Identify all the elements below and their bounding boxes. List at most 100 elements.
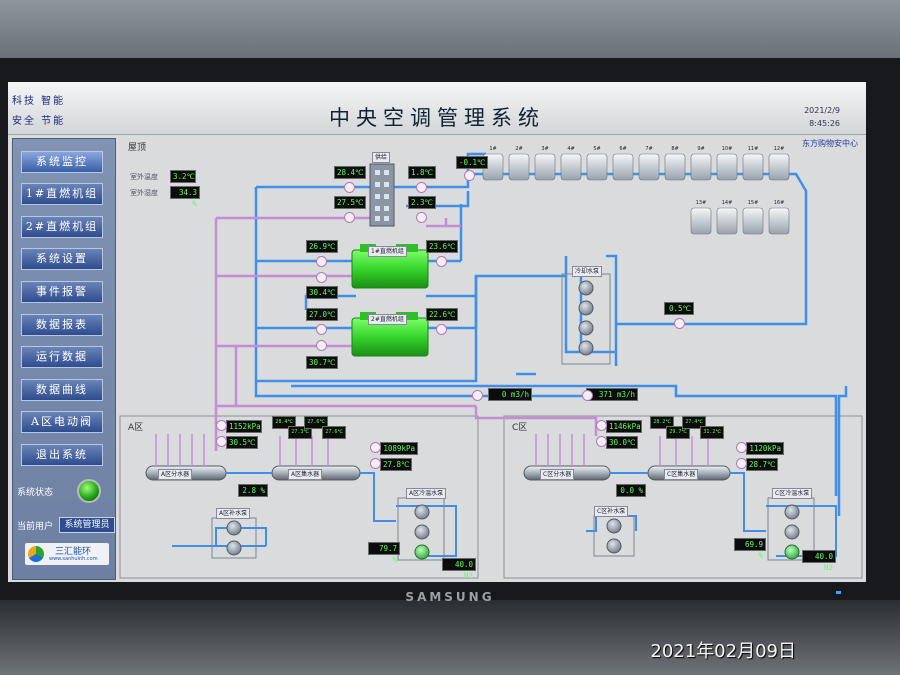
header-time: 8:45:26 [809,119,840,128]
tower-label-4: 4# [567,146,575,152]
zone-c-branch-temp-3: 27.4℃ [682,416,706,429]
valve-icon[interactable] [316,256,327,267]
valve-icon[interactable] [370,458,381,469]
valve-icon[interactable] [370,442,381,453]
valve-icon[interactable] [464,170,475,181]
manifold-label: 供给 [372,152,391,163]
tower-label-16: 16# [773,200,785,206]
current-user-label: 当前用户 [17,522,54,532]
tower-label-3: 3# [541,146,549,152]
zone-a-heating-pump-label: A区冷温水泵 [406,488,447,499]
monitor-stand [0,600,900,675]
header: 科技 智能 安全 节能 中央空调管理系统 2021/2/9 8:45:26 [8,82,866,135]
nav-event-alarm[interactable]: 事件报警 [21,281,103,303]
sidebar-nav: 系统监控 1#直燃机组 2#直燃机组 系统设置 事件报警 数据报表 运行数据 数… [12,138,116,580]
tower-label-7: 7# [645,146,653,152]
zone-a-label: A区 [128,423,144,433]
tower-label-13: 13# [695,200,707,206]
temp-readout-23-6: 23.6℃ [426,240,458,253]
nav-system-monitor[interactable]: 系统监控 [21,151,103,173]
valve-icon[interactable] [416,182,427,193]
nav-run-data[interactable]: 运行数据 [21,346,103,368]
zone-a-supply-pressure: 1152kPa [226,420,262,433]
valve-icon[interactable] [674,318,685,329]
valve-icon[interactable] [436,256,447,267]
tower-label-14: 14# [721,200,733,206]
roof-label: 屋顶 [128,143,147,153]
tower-label-9: 9# [697,146,705,152]
temp-readout-1-8: 1.8℃ [408,166,436,179]
zone-c-collector-label: C区集水器 [664,469,699,480]
outdoor-temp-label: 室外温度 [130,173,158,181]
tower-label-2: 2# [515,146,523,152]
scada-screen: 科技 智能 安全 节能 中央空调管理系统 2021/2/9 8:45:26 东方… [8,82,866,582]
valve-icon[interactable] [596,420,607,431]
zone-c-pump-percent: 69.9 % [734,538,766,560]
cooling-tower-manifold [369,163,395,227]
valve-icon[interactable] [316,324,327,335]
valve-icon[interactable] [316,340,327,351]
zone-c-branch-temp-1: 28.2℃ [650,416,674,429]
nav-zone-a-valve[interactable]: A区电动阀 [21,411,103,433]
outdoor-temp-readout: 3.2℃ [170,170,196,183]
valve-icon[interactable] [436,324,447,335]
zone-a-frame [119,415,479,579]
company-logo: 三汇能环 www.sanhuinh.com [25,543,109,565]
zone-a-supply-pump-label: A区补水泵 [216,508,251,519]
valve-icon[interactable] [736,458,747,469]
zone-c-supply-pressure: 1146kPa [606,420,642,433]
zone-a-branch-temp-1: 28.4℃ [272,416,296,429]
valve-icon[interactable] [416,212,427,223]
tower-label-8: 8# [671,146,679,152]
zone-a-pump-percent: 79.7 % [368,542,400,564]
valve-icon[interactable] [582,390,593,401]
zone-c-branch-temp-4: 31.2℃ [700,426,724,439]
photo-date-overlay: 2021年02月09日 [650,641,796,662]
outdoor-humidity-label: 室外湿度 [130,189,158,197]
temp-readout-0-5: 0.5℃ [664,302,694,315]
valve-icon[interactable] [344,212,355,223]
tower-label-6: 6# [619,146,627,152]
tower-label-1: 1# [489,146,497,152]
valve-icon[interactable] [736,442,747,453]
current-user-value: 系统管理员 [59,517,115,533]
temp-readout-22-6: 22.6℃ [426,308,458,321]
tower-label-10: 10# [721,146,733,152]
nav-chiller-2[interactable]: 2#直燃机组 [21,216,103,238]
zone-a-branch-temp-2: 27.3℃ [288,426,312,439]
tower-label-5: 5# [593,146,601,152]
flow-readout-b: 371 m3/h [586,388,638,401]
nav-exit-system[interactable]: 退出系统 [21,444,103,466]
tower-label-12: 12# [773,146,785,152]
zone-a-supply-temp: 30.5℃ [226,436,258,449]
temp-readout-2-3: 2.3℃ [408,196,436,209]
slogan-bottom: 安全 节能 [12,116,66,127]
nav-data-curve[interactable]: 数据曲线 [21,379,103,401]
cooling-water-pipes [254,152,848,516]
temp-readout-neg-0-1: -0.1℃ [456,156,488,169]
monitor-brand: SAMSUNG [405,590,495,604]
zone-a-divider-label: A区分水器 [158,469,193,480]
temp-readout-28-4: 28.4℃ [334,166,366,179]
nav-system-settings[interactable]: 系统设置 [21,248,103,270]
organization-label: 东方购物安中心 [802,139,858,148]
cooling-towers [482,153,790,235]
valve-icon[interactable] [472,390,483,401]
valve-icon[interactable] [316,272,327,283]
logo-mark-icon [28,546,44,562]
zone-c-valve-open: 0.0 % [616,484,646,497]
zone-c-heating-pump-label: C区冷温水泵 [772,488,813,499]
valve-icon[interactable] [216,420,227,431]
zone-c-supply-pump-label: C区补水泵 [594,506,629,517]
valve-icon[interactable] [344,182,355,193]
nav-chiller-1[interactable]: 1#直燃机组 [21,183,103,205]
valve-icon[interactable] [596,436,607,447]
nav-data-report[interactable]: 数据报表 [21,314,103,336]
temp-readout-26-9: 26.9℃ [306,240,338,253]
cooling-pump-label: 冷却水泵 [572,266,603,277]
logo-name: 三汇能环 [55,547,92,557]
tower-label-15: 15# [747,200,759,206]
valve-icon[interactable] [216,436,227,447]
zone-c-return-pressure: 1120kPa [746,442,784,455]
zone-c-supply-temp: 30.0℃ [606,436,638,449]
